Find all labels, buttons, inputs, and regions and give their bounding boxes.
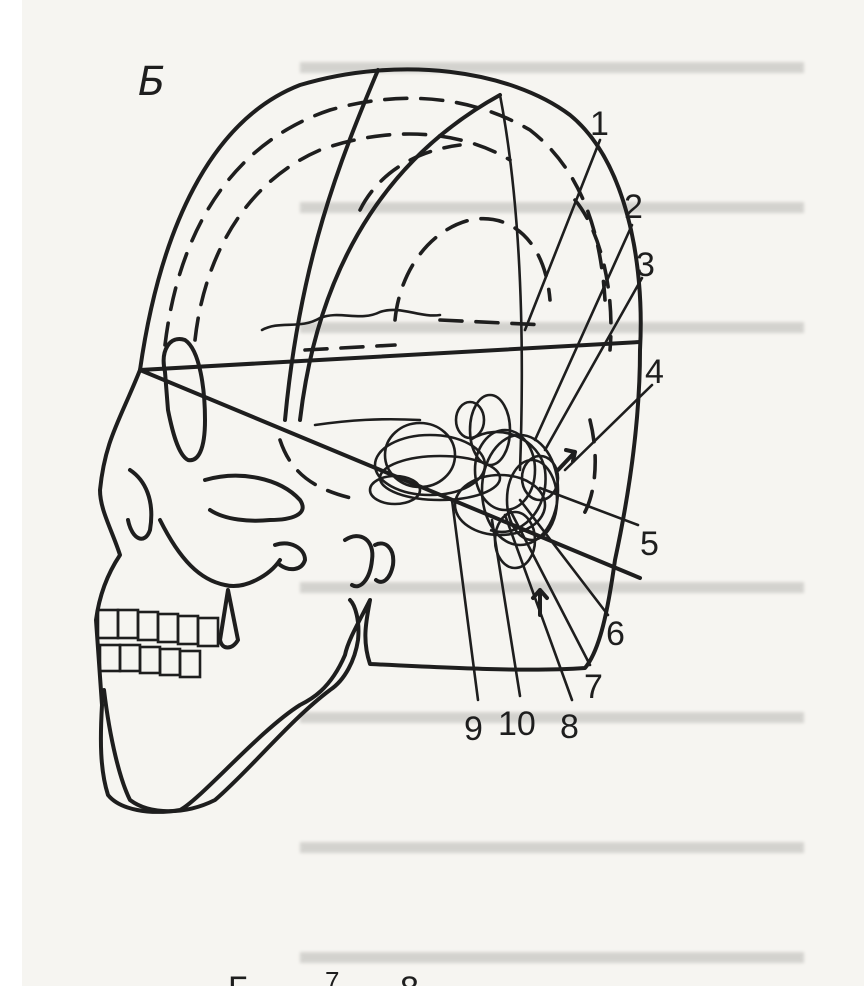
- mandible: [104, 600, 358, 811]
- label-6: 6: [606, 615, 625, 653]
- styloid: [345, 536, 372, 586]
- squamous-suture: [315, 419, 420, 425]
- zygomatic-arch: [205, 476, 303, 521]
- label-9: 9: [464, 710, 483, 748]
- dashed-curve: [395, 219, 550, 320]
- maxillary-tooth: [220, 590, 238, 648]
- label-5: 5: [640, 525, 659, 563]
- arrow-icon: [533, 590, 547, 615]
- bottom-fragment: Б: [228, 970, 250, 986]
- dashed-curve: [360, 145, 460, 210]
- nasal-cavity: [128, 470, 151, 539]
- label-1: 1: [590, 105, 609, 143]
- section-line: [500, 95, 522, 470]
- teeth: [98, 610, 218, 677]
- panel-letter: Б: [138, 59, 165, 105]
- orbit: [164, 339, 205, 460]
- section-arc: [300, 95, 500, 420]
- inner-ear-coils: [370, 395, 558, 568]
- label-8: 8: [560, 708, 579, 746]
- label-3: 3: [636, 246, 655, 284]
- label-4: 4: [645, 353, 664, 391]
- label-10: 10: [498, 705, 536, 743]
- dashed-curve: [305, 345, 395, 350]
- bottom-fragment: 8: [400, 970, 419, 986]
- label-7: 7: [584, 668, 603, 706]
- pterygoid: [275, 543, 305, 569]
- bottom-fragment: 7: [325, 966, 339, 986]
- maxilla: [160, 520, 280, 586]
- squamous-suture: [262, 310, 440, 330]
- label-2: 2: [624, 188, 643, 226]
- styloid: [375, 544, 393, 582]
